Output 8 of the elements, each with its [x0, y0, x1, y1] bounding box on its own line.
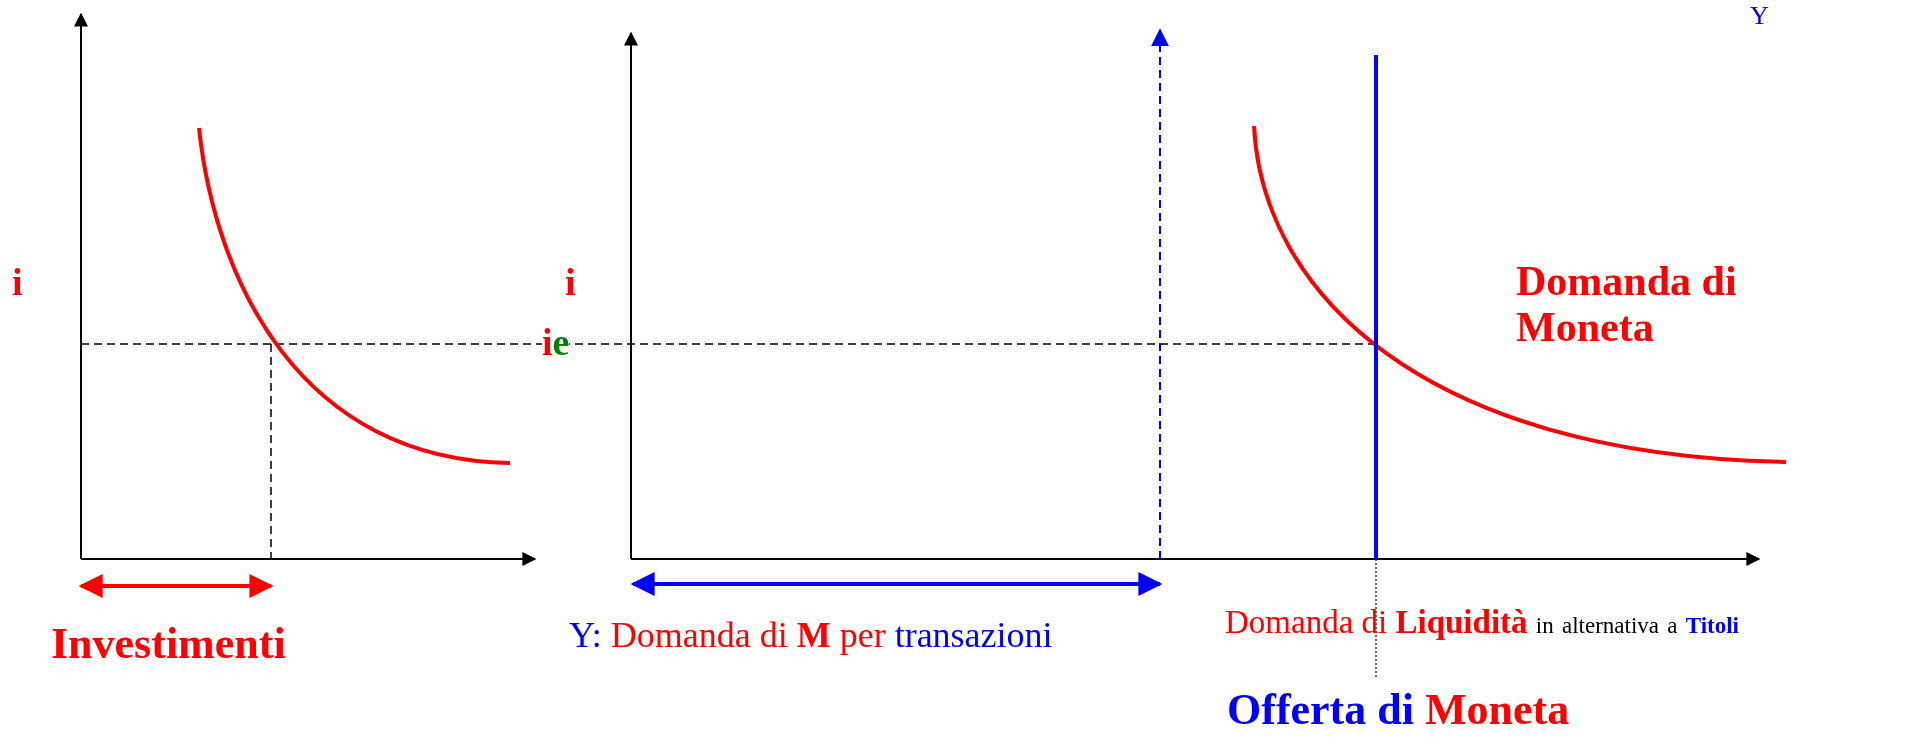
axis-caption: Y: Domanda di M per transazioni — [569, 616, 1053, 656]
curve-label: Domanda di Moneta — [1516, 258, 1738, 351]
axis-label: Y — [1750, 2, 1769, 31]
axis-caption: Domanda di Liquidità in alternativa a Titoli — [1225, 604, 1739, 641]
axis-caption: Investimenti — [51, 620, 286, 669]
axis-label: i — [12, 262, 23, 304]
axis-label: i — [565, 262, 576, 304]
axis-caption: Offerta di Moneta — [1227, 686, 1570, 735]
